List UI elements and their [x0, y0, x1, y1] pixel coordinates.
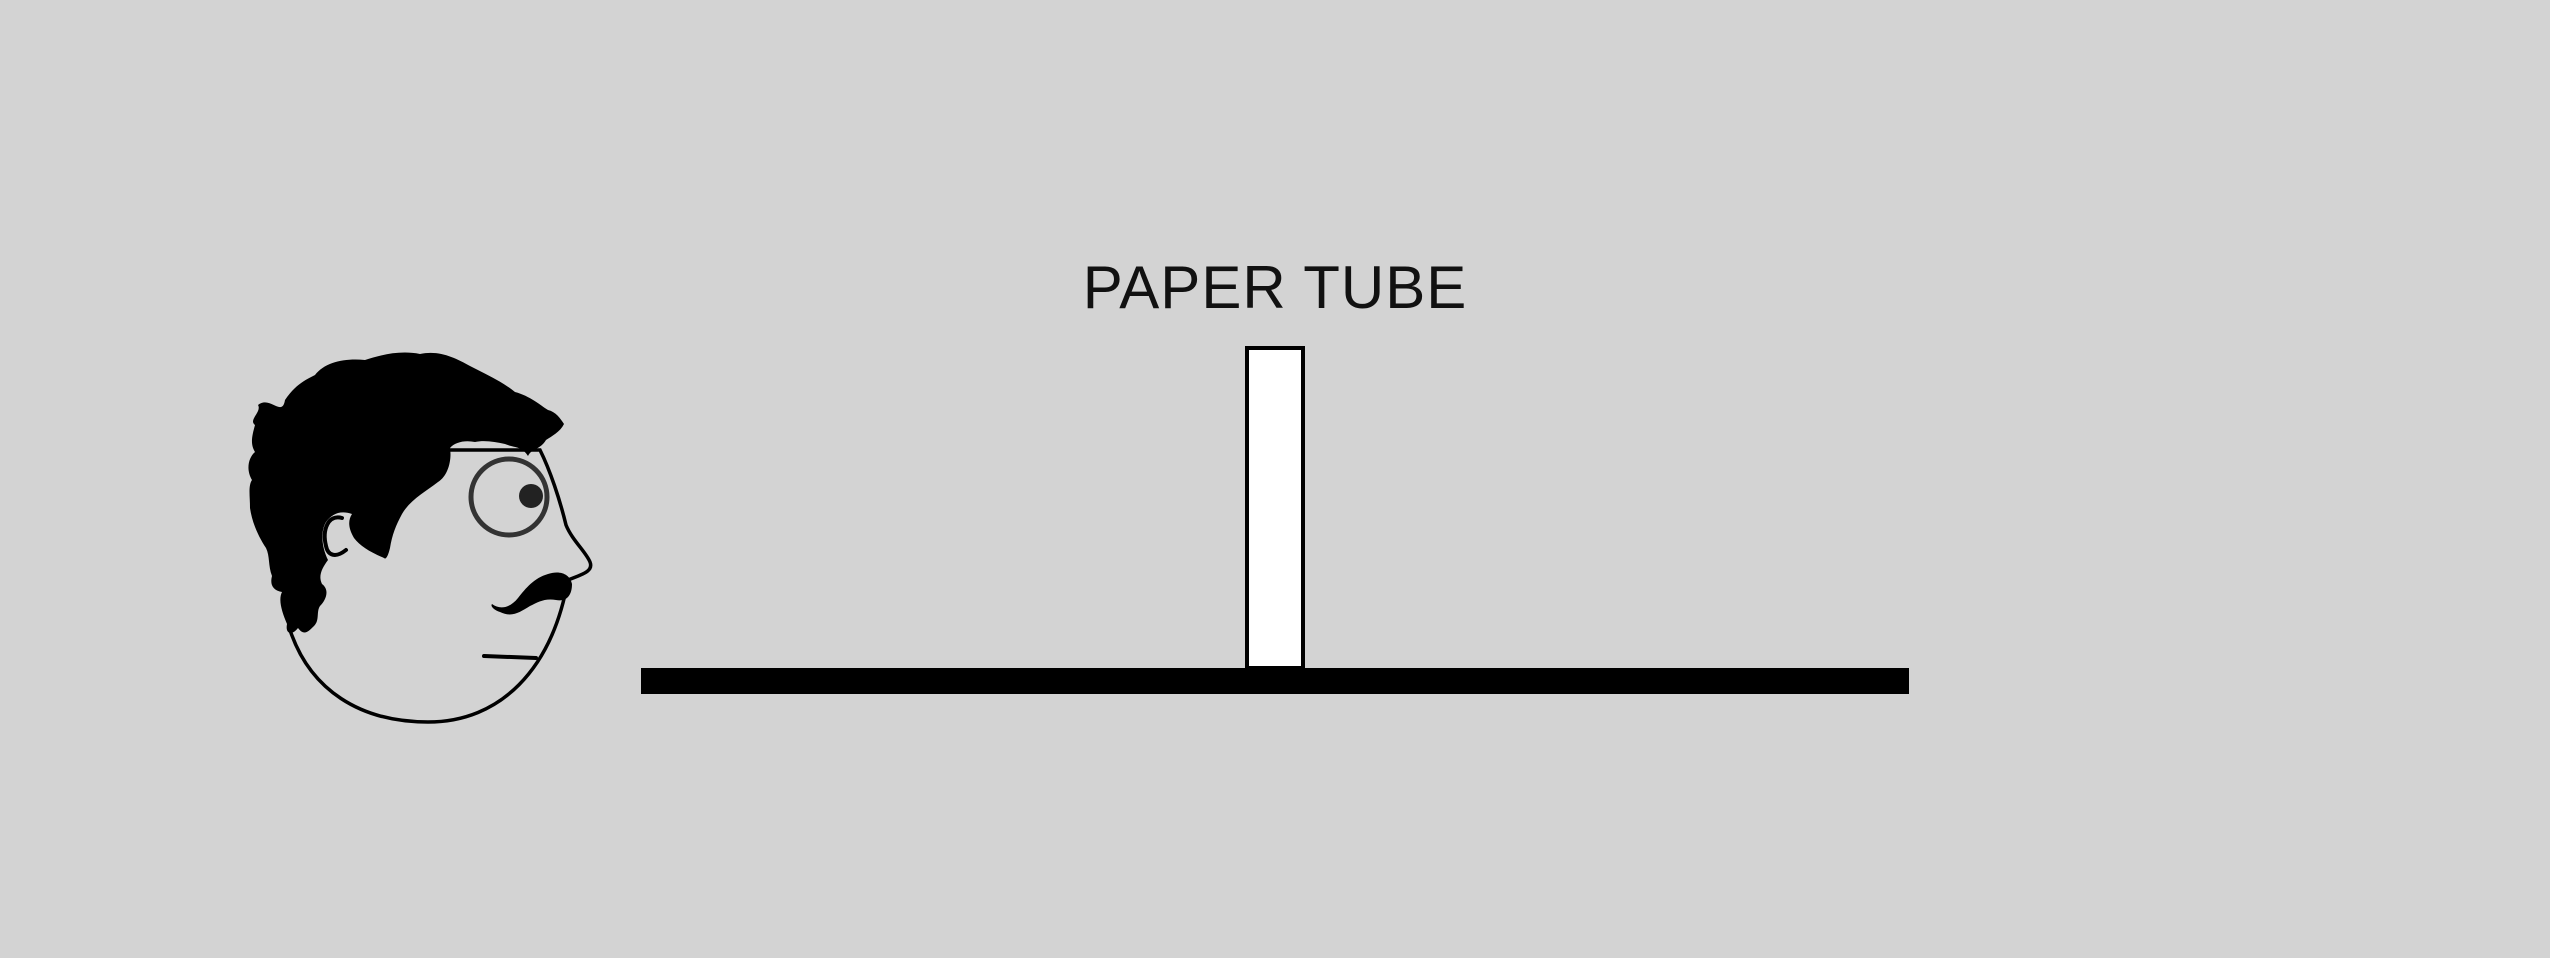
table-surface [641, 668, 1909, 694]
observer-head [248, 352, 593, 724]
mouth [482, 654, 538, 660]
paper-tube-label: PAPER TUBE [1083, 254, 1468, 321]
eye-outline [468, 456, 550, 538]
moustache [491, 572, 572, 615]
eye-pupil [519, 484, 543, 508]
paper-tube [1245, 346, 1305, 670]
ear [322, 515, 348, 557]
hair [248, 352, 564, 633]
